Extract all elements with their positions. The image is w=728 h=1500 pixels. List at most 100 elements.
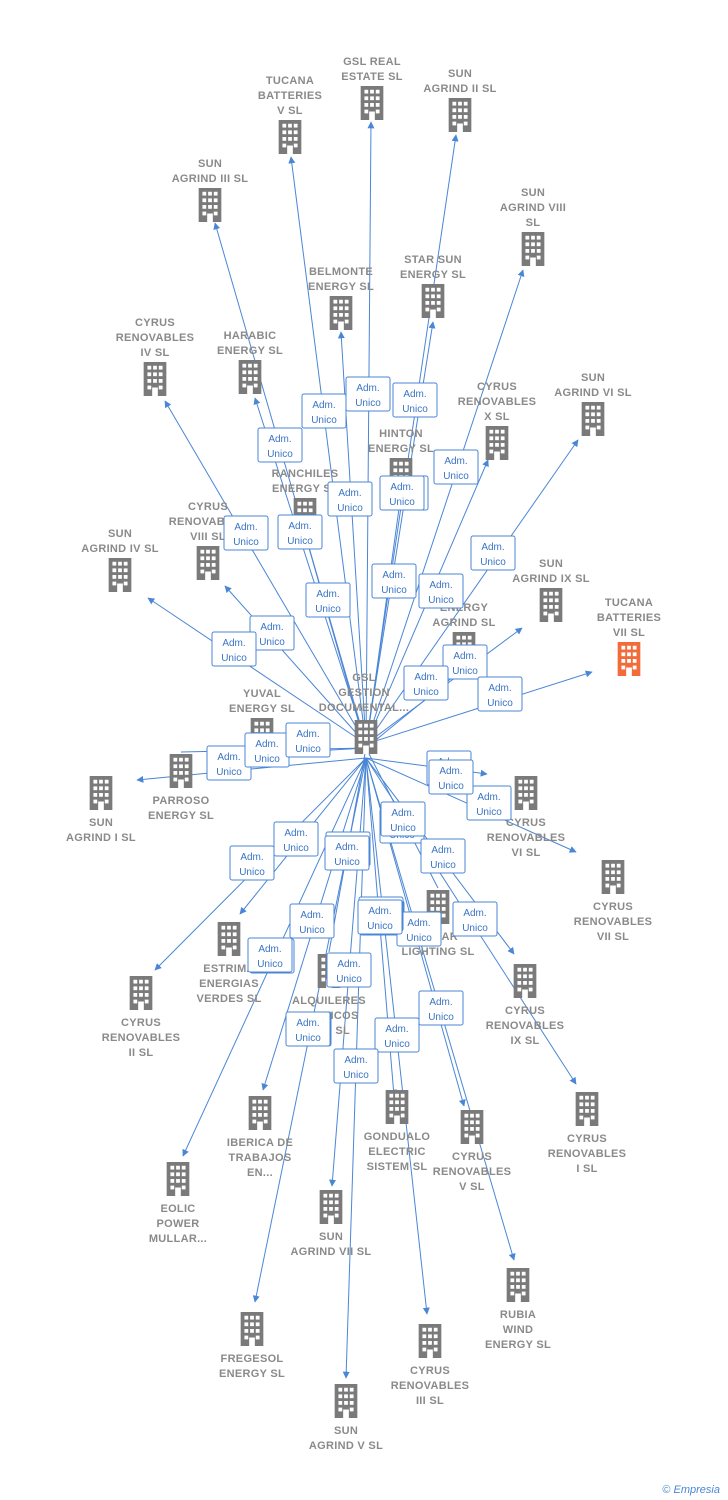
adm-unico-badge[interactable]: Adm.Unico xyxy=(433,449,479,485)
badge-text: Adm. xyxy=(258,944,281,955)
building-icon-sun-agrind-ix[interactable] xyxy=(539,588,563,622)
edge-sun-agrind-vi xyxy=(365,439,579,745)
adm-unico-badge[interactable]: Adm.Unico xyxy=(229,845,275,881)
adm-unico-badge[interactable]: Adm.Unico xyxy=(470,535,516,571)
adm-unico-badge[interactable]: Adm.Unico xyxy=(442,644,488,680)
adm-unico-badge[interactable]: Adm.Unico xyxy=(418,990,464,1026)
adm-unico-badge[interactable]: Adm.Unico xyxy=(396,911,442,947)
adm-unico-badge[interactable]: Adm.Unico xyxy=(324,835,370,871)
adm-unico-badge[interactable]: Adm.Unico xyxy=(327,481,373,517)
adm-unico-badge[interactable]: Adm.Unico xyxy=(345,376,391,412)
adm-unico-badge[interactable]: Adm.Unico xyxy=(211,631,257,667)
building-icon-sun-agrind-iv[interactable] xyxy=(108,558,132,592)
badge-text: Adm. xyxy=(344,1055,367,1066)
badge-text: Unico xyxy=(254,754,280,765)
building-icon-cyrus-renovables-v[interactable] xyxy=(460,1110,484,1144)
badge-text: Unico xyxy=(259,637,285,648)
badge-text: Adm. xyxy=(407,918,430,929)
adm-unico-badge[interactable]: Adm.Unico xyxy=(289,903,335,939)
adm-unico-badge[interactable]: Adm.Unico xyxy=(285,722,331,758)
building-icon-parroso-energy[interactable] xyxy=(169,754,193,788)
adm-unico-badge[interactable]: Adm.Unico xyxy=(285,1011,331,1047)
adm-unico-badge[interactable]: Adm.Unico xyxy=(418,573,464,609)
badge-text: Unico xyxy=(462,923,488,934)
badge-text: Adm. xyxy=(477,792,500,803)
adm-unico-badge[interactable]: Adm.Unico xyxy=(249,615,295,651)
adm-unico-badge[interactable]: Adm.Unico xyxy=(301,393,347,429)
adm-unico-badge[interactable]: Adm.Unico xyxy=(452,901,498,937)
adm-unico-badge[interactable]: Adm.Unico xyxy=(428,759,474,795)
edge-tucana-batteries-v xyxy=(288,156,367,745)
badge-text: Adm. xyxy=(385,1024,408,1035)
adm-unico-badge[interactable]: Adm.Unico xyxy=(247,937,293,973)
building-icon-sun-agrind-vii[interactable] xyxy=(319,1190,343,1224)
adm-unico-badge[interactable]: Adm.Unico xyxy=(357,899,403,935)
building-icon-eolic-power-mullar[interactable] xyxy=(166,1162,190,1196)
building-icon-cyrus-renovables-ii[interactable] xyxy=(129,976,153,1010)
building-icon-harabic-energy[interactable] xyxy=(238,360,262,394)
adm-unico-badge[interactable]: Adm.Unico xyxy=(333,1048,379,1084)
building-icon-sun-agrind-iii[interactable] xyxy=(198,188,222,222)
building-icon-belmonte-energy[interactable] xyxy=(329,296,353,330)
badge-text: Unico xyxy=(430,860,456,871)
building-icon-estrima-energias-verdes[interactable] xyxy=(217,922,241,956)
building-icon-cyrus-renovables-i[interactable] xyxy=(575,1092,599,1126)
adm-unico-badge[interactable]: Adm.Unico xyxy=(277,514,323,550)
building-icon-cyrus-renovables-vii[interactable] xyxy=(601,860,625,894)
footer-brand[interactable]: © Empresia xyxy=(662,1484,720,1496)
building-icon-cyrus-renovables-viii[interactable] xyxy=(196,546,220,580)
adm-unico-badge[interactable]: Adm.Unico xyxy=(305,582,351,618)
building-icon-iberica-de-trabajos[interactable] xyxy=(248,1096,272,1130)
building-icon-sun-agrind-v[interactable] xyxy=(334,1384,358,1418)
badge-text: Unico xyxy=(295,1033,321,1044)
adm-unico-badge[interactable]: Adm.Unico xyxy=(477,676,523,712)
building-icon-cyrus-renovables-vi[interactable] xyxy=(514,776,538,810)
adm-unico-badge[interactable]: Adm.Unico xyxy=(374,1017,420,1053)
badge-text: Adm. xyxy=(488,683,511,694)
building-icon-tucana-batteries-vii[interactable] xyxy=(617,642,641,676)
building-icon-cyrus-renovables-x[interactable] xyxy=(485,426,509,460)
adm-unico-badge[interactable]: Adm.Unico xyxy=(420,838,466,874)
adm-unico-badge[interactable]: Adm.Unico xyxy=(244,732,290,768)
building-icon-cyrus-renovables-iv[interactable] xyxy=(143,362,167,396)
building-icon-sun-agrind-viii[interactable] xyxy=(521,232,545,266)
copyright-symbol: © xyxy=(662,1484,671,1496)
adm-unico-badge[interactable]: Adm.Unico xyxy=(379,475,425,511)
badge-text: Adm. xyxy=(453,651,476,662)
adm-unico-badge[interactable]: Adm.Unico xyxy=(371,563,417,599)
adm-unico-badge[interactable]: Adm.Unico xyxy=(223,515,269,551)
building-icon-sun-agrind-vi[interactable] xyxy=(581,402,605,436)
adm-unico-badge[interactable]: Adm.Unico xyxy=(257,427,303,463)
adm-unico-badge[interactable]: Adm.Unico xyxy=(392,382,438,418)
building-icon-cyrus-renovables-iii[interactable] xyxy=(418,1324,442,1358)
building-icon-center[interactable] xyxy=(354,720,378,754)
building-icon-fregesol-energy[interactable] xyxy=(240,1312,264,1346)
building-icon-rubia-wind-energy[interactable] xyxy=(506,1268,530,1302)
adm-unico-badge[interactable]: Adm.Unico xyxy=(206,745,252,781)
edge-gsl-real-estate xyxy=(365,121,375,745)
adm-unico-badge[interactable]: Adm.Unico xyxy=(273,821,319,857)
building-icon-sun-agrind-i[interactable] xyxy=(89,776,113,810)
badge-text: Adm. xyxy=(312,400,335,411)
building-icon-sun-agrind-ii[interactable] xyxy=(448,98,472,132)
building-icon-gsl-real-estate[interactable] xyxy=(360,86,384,120)
adm-unico-badge[interactable]: Adm.Unico xyxy=(403,665,449,701)
adm-unico-badge[interactable]: Adm.Unico xyxy=(466,785,512,821)
building-icon-tucana-batteries-v[interactable] xyxy=(278,120,302,154)
badge-text: Unico xyxy=(221,653,247,664)
adm-unico-badge[interactable]: Adm.Unico xyxy=(326,952,372,988)
building-icon-gondualo-electric-sistem[interactable] xyxy=(385,1090,409,1124)
badge-text: Adm. xyxy=(439,766,462,777)
building-icon-cyrus-renovables-ix[interactable] xyxy=(513,964,537,998)
adm-unico-badge[interactable]: Adm.Unico xyxy=(380,801,426,837)
building-icon-star-sun-energy[interactable] xyxy=(421,284,445,318)
